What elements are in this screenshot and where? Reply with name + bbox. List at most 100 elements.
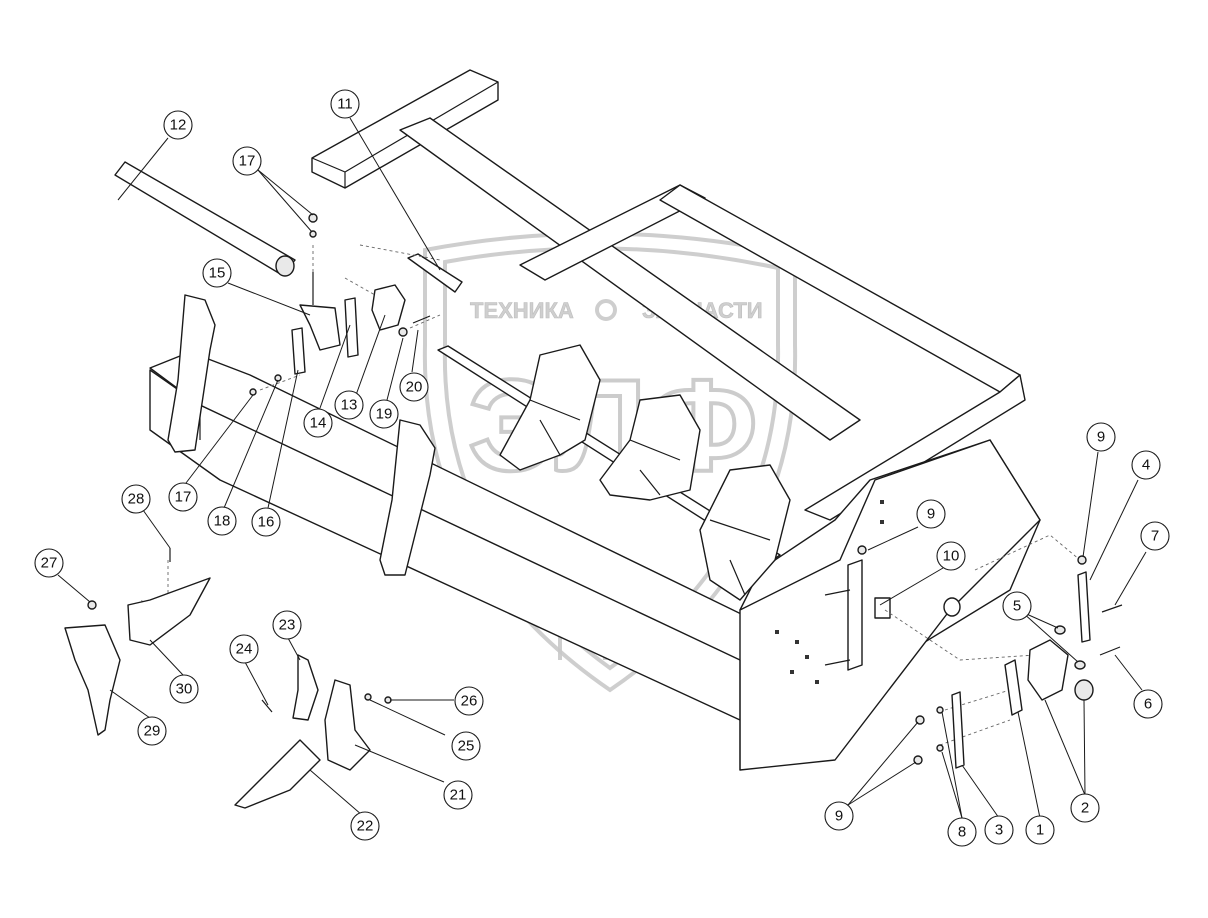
- svg-text:25: 25: [458, 738, 475, 755]
- callout-7: 7: [1140, 521, 1170, 551]
- frame-cross-beam: [519, 184, 706, 281]
- svg-text:9: 9: [927, 506, 935, 523]
- leader-lines: [57, 117, 1147, 819]
- callout-5: 5: [1002, 591, 1032, 621]
- strap-3: [951, 691, 965, 769]
- callout-14: 14: [303, 408, 333, 438]
- callout-21: 21: [443, 780, 473, 810]
- strap-16: [291, 327, 306, 375]
- svg-text:7: 7: [1151, 528, 1159, 545]
- knife-group-1: [499, 344, 601, 471]
- svg-text:4: 4: [1142, 457, 1150, 474]
- svg-text:29: 29: [144, 723, 161, 740]
- callout-26: 26: [454, 686, 484, 716]
- svg-text:14: 14: [310, 415, 327, 432]
- frame-top-beam: [399, 117, 861, 441]
- callouts: 1 2 3 4 5 6 7 8 9 9 9 10 11 12 13 14 15 …: [34, 89, 1170, 847]
- washer-8-a: [936, 706, 944, 714]
- rotor-assembly: [437, 344, 791, 601]
- svg-text:17: 17: [175, 489, 192, 506]
- svg-text:13: 13: [341, 397, 358, 414]
- tube-12: [114, 161, 296, 276]
- svg-text:27: 27: [41, 555, 58, 572]
- callout-9-bottom: 9: [824, 801, 854, 831]
- callout-13: 13: [334, 390, 364, 420]
- svg-text:16: 16: [258, 514, 275, 531]
- svg-text:23: 23: [279, 617, 296, 634]
- callout-8: 8: [947, 817, 977, 847]
- svg-text:8: 8: [958, 824, 966, 841]
- callout-3: 3: [984, 815, 1014, 845]
- svg-text:20: 20: [406, 379, 423, 396]
- callout-22: 22: [350, 811, 380, 841]
- callout-27: 27: [34, 548, 64, 578]
- svg-text:26: 26: [461, 693, 478, 710]
- washer-5b: [1074, 660, 1086, 670]
- callout-1: 1: [1025, 815, 1055, 845]
- callout-19: 19: [369, 399, 399, 429]
- svg-text:9: 9: [1097, 429, 1105, 446]
- callout-10: 10: [936, 541, 966, 571]
- callout-29: 29: [137, 716, 167, 746]
- svg-text:22: 22: [357, 818, 374, 835]
- callout-9-mid: 9: [916, 499, 946, 529]
- svg-text:17: 17: [239, 153, 256, 170]
- bracket-21: [324, 679, 371, 771]
- callout-9-top: 9: [1086, 422, 1116, 452]
- svg-text:9: 9: [835, 808, 843, 825]
- svg-text:30: 30: [176, 681, 193, 698]
- bracket-23: [292, 654, 319, 721]
- callout-20: 20: [399, 372, 429, 402]
- svg-text:21: 21: [450, 787, 467, 804]
- callout-12: 12: [163, 110, 193, 140]
- nut-9-right: [1077, 555, 1087, 565]
- tube-12-end: [275, 255, 295, 277]
- svg-text:3: 3: [995, 822, 1003, 839]
- callout-24: 24: [229, 634, 259, 664]
- bolt-6: [1099, 646, 1121, 656]
- lug-plate-left: [167, 294, 216, 453]
- washer-25: [364, 693, 372, 701]
- side-shaft-stub: [874, 597, 891, 619]
- side-plate-holes: [775, 500, 884, 684]
- washer-19: [398, 327, 408, 337]
- callout-25: 25: [451, 731, 481, 761]
- svg-text:10: 10: [943, 548, 960, 565]
- svg-text:2: 2: [1081, 800, 1089, 817]
- knife-22: [234, 739, 321, 809]
- svg-text:19: 19: [376, 406, 393, 423]
- svg-text:28: 28: [128, 491, 145, 508]
- nut-17-lower: [249, 388, 257, 396]
- lug-plate-middle: [379, 419, 436, 576]
- svg-text:18: 18: [214, 513, 231, 530]
- svg-text:11: 11: [337, 96, 353, 113]
- watermark-text-left: ТЕХНИКА: [470, 298, 574, 323]
- bearing-2: [1027, 639, 1069, 701]
- washer-17-upper: [309, 230, 317, 238]
- side-handle: [847, 559, 863, 671]
- callout-6: 6: [1133, 689, 1163, 719]
- nut-9-mid: [857, 545, 867, 555]
- callout-23: 23: [272, 610, 302, 640]
- callout-15: 15: [202, 258, 232, 288]
- callout-11: 11: [330, 89, 360, 119]
- bearing-13: [371, 284, 406, 331]
- callout-16: 16: [251, 507, 281, 537]
- svg-text:15: 15: [209, 265, 226, 282]
- callout-28: 28: [121, 484, 151, 514]
- svg-text:24: 24: [236, 641, 253, 658]
- callout-4: 4: [1131, 450, 1161, 480]
- bracket-30: [127, 577, 211, 646]
- callout-30: 30: [169, 674, 199, 704]
- strap-4: [1077, 571, 1091, 643]
- side-bearing-boss: [943, 597, 961, 617]
- plate-1: [1004, 659, 1023, 716]
- knife-group-2: [599, 394, 701, 501]
- svg-text:6: 6: [1144, 696, 1152, 713]
- bolt-7: [1101, 604, 1123, 613]
- bracket-15: [299, 304, 341, 351]
- callout-17-top: 17: [232, 146, 262, 176]
- bolt-20: [412, 315, 431, 324]
- knife-29: [64, 624, 121, 736]
